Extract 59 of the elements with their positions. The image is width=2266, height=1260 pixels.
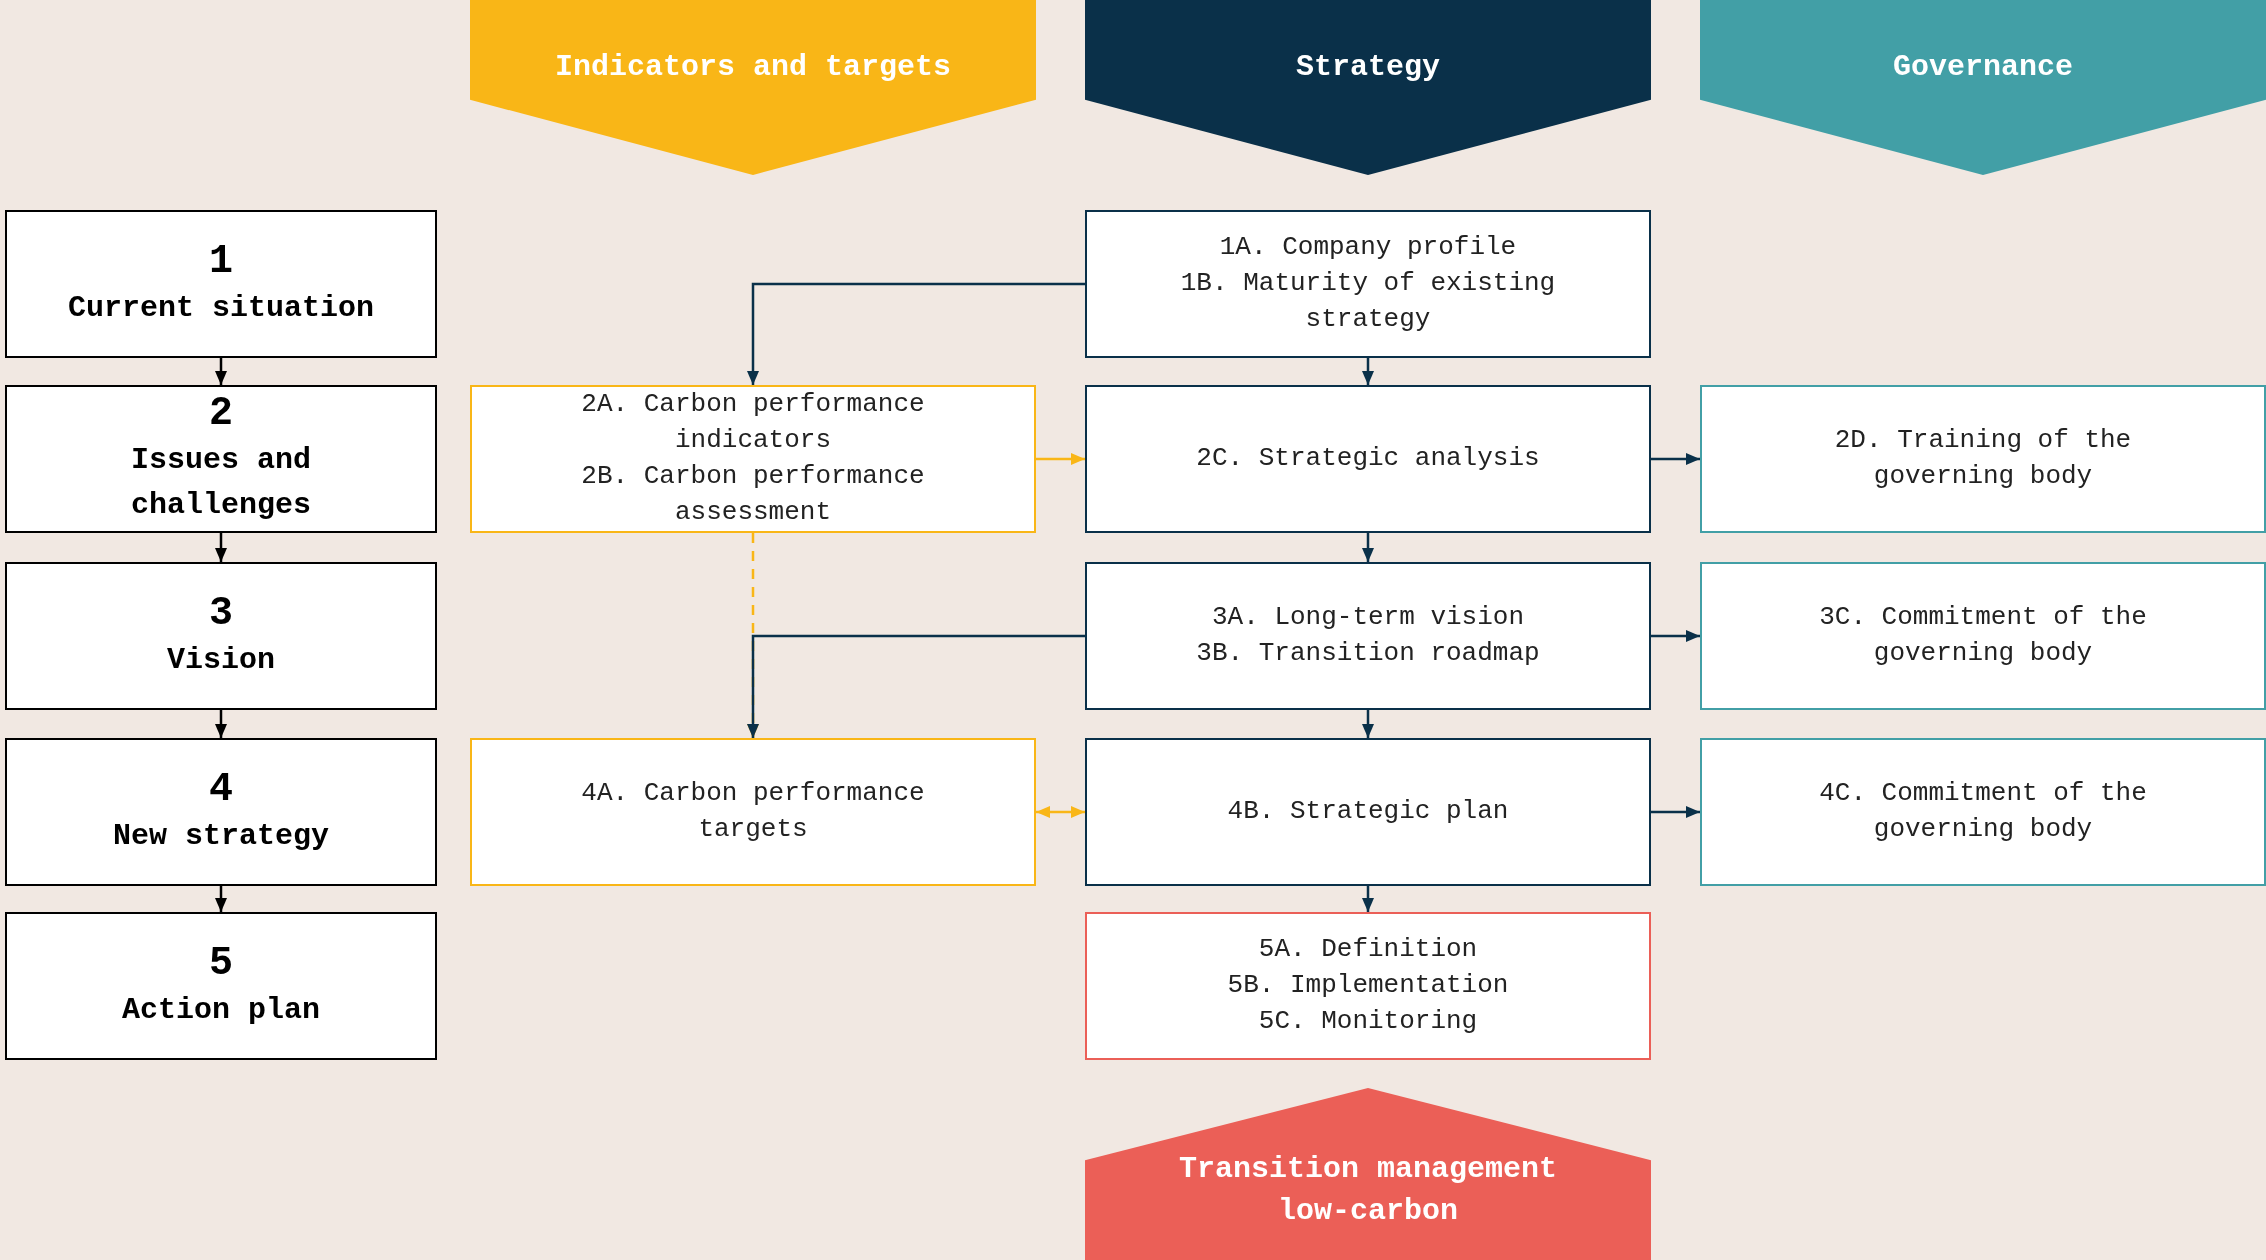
step-number: 1 bbox=[209, 237, 233, 286]
process-box bbox=[1700, 385, 2266, 533]
arrow bbox=[1651, 453, 1700, 465]
arrow bbox=[215, 358, 227, 385]
step-number: 3 bbox=[209, 589, 233, 638]
box-text: 4A. Carbon performance targets bbox=[580, 777, 926, 846]
banner-title: Transition management low-carbon bbox=[1177, 1151, 1559, 1230]
arrow bbox=[1651, 806, 1700, 818]
box-text: 4C. Commitment of the governing body bbox=[1818, 777, 2148, 846]
box-text: 2A. Carbon performance indicators bbox=[580, 388, 926, 458]
box-text: 2D. Training of the governing body bbox=[1833, 424, 2133, 493]
arrow bbox=[1362, 358, 1374, 385]
arrow bbox=[215, 886, 227, 912]
process-box bbox=[1085, 738, 1651, 886]
box-text: 5A. Definition bbox=[1258, 933, 1478, 967]
process-box bbox=[1700, 562, 2266, 710]
step-box bbox=[5, 562, 437, 710]
step-title: Issues and challenges bbox=[130, 442, 312, 524]
process-box bbox=[1085, 912, 1651, 1060]
box-text: 5B. Implementation bbox=[1227, 969, 1509, 1003]
step-box bbox=[5, 738, 437, 886]
box-text: 2B. Carbon performance assessment bbox=[580, 460, 926, 529]
box-text: 1A. Company profile bbox=[1219, 231, 1517, 265]
process-box bbox=[1700, 738, 2266, 886]
step-title: Current situation bbox=[67, 289, 375, 327]
box-text: 3B. Transition roadmap bbox=[1196, 637, 1540, 670]
box-text: 2C. Strategic analysis bbox=[1196, 442, 1540, 476]
step-title: Action plan bbox=[121, 991, 320, 1029]
step-number: 2 bbox=[209, 390, 233, 438]
step-title: New strategy bbox=[112, 817, 329, 855]
process-box bbox=[1085, 210, 1651, 358]
arrow bbox=[1651, 630, 1700, 642]
banner-title: Indicators and targets bbox=[554, 49, 952, 86]
process-box bbox=[1085, 385, 1651, 533]
box-text: 4B. Strategic plan bbox=[1227, 795, 1509, 829]
arrow bbox=[215, 710, 227, 738]
step-title: Vision bbox=[167, 641, 275, 679]
step-number: 5 bbox=[209, 939, 233, 988]
step-number: 4 bbox=[209, 765, 233, 814]
arrow bbox=[1036, 453, 1085, 465]
box-text: 3A. Long-term vision bbox=[1211, 601, 1525, 635]
process-box bbox=[1085, 562, 1651, 710]
arrow bbox=[747, 282, 1085, 385]
banner-title: Governance bbox=[1893, 49, 2073, 86]
arrow bbox=[1362, 886, 1374, 912]
box-text: 1B. Maturity of existing strategy bbox=[1179, 267, 1557, 336]
box-text: 3C. Commitment of the governing body bbox=[1818, 601, 2148, 670]
process-box bbox=[470, 738, 1036, 886]
step-box bbox=[5, 912, 437, 1060]
step-box bbox=[5, 210, 437, 358]
banner-title: Strategy bbox=[1296, 49, 1440, 86]
box-text: 5C. Monitoring bbox=[1258, 1004, 1478, 1038]
arrow bbox=[1362, 533, 1374, 562]
step-box bbox=[5, 385, 437, 533]
arrow bbox=[747, 634, 1085, 738]
arrow bbox=[1362, 710, 1374, 738]
arrow bbox=[1036, 806, 1085, 818]
arrow bbox=[215, 533, 227, 562]
process-box bbox=[470, 385, 1036, 533]
